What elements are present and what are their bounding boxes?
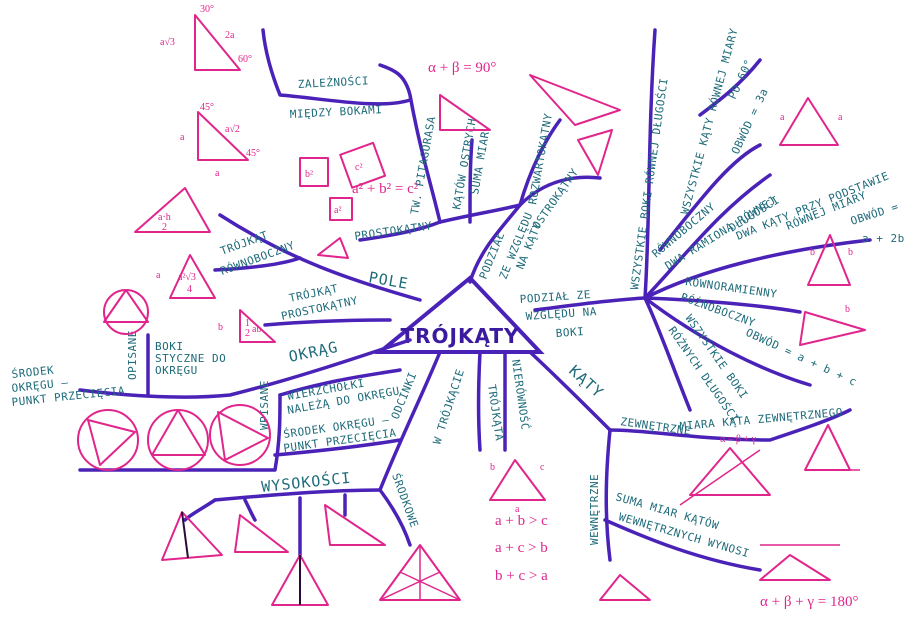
triangle-nierownosc	[490, 460, 545, 500]
formula-a-bottom: a	[215, 168, 220, 179]
formula-a-r2: a	[838, 112, 843, 123]
label-katy: KĄTY	[565, 362, 607, 402]
branch-wys-2	[245, 500, 255, 520]
label-okregu: OKRĘGU	[155, 364, 198, 377]
branch-trojkata	[479, 352, 481, 450]
circle-wpisane-2	[148, 410, 208, 470]
shape-small	[318, 238, 348, 258]
label-opisane: OPISANE	[126, 330, 139, 380]
formula-b2: b²	[305, 169, 313, 180]
formula-pole-ah2: 2	[162, 222, 167, 233]
triangle-wysokosci-1	[162, 512, 222, 560]
label-miara-kata-zew: MIARA KĄTA ZEWNĘTRZNEGO	[679, 406, 843, 433]
center-title: TRÓJKĄTY	[400, 324, 519, 348]
label-wpisane: WPISANE	[258, 380, 271, 430]
labels-top-left: ZALEŻNOŚCI MIĘDZY BOKAMI TW. PITAGORASA …	[289, 74, 581, 281]
formula-2a: 2a	[225, 30, 235, 41]
triangle-roznoboczny	[800, 312, 865, 345]
label-prostokatny: PROSTOKĄTNY	[354, 219, 433, 243]
triangle-zewnetrzny-2	[805, 425, 850, 470]
formula-a-small: a	[156, 270, 161, 281]
label-nierownosc: NIERÓWNOŚĆ	[509, 359, 532, 431]
formula-45deg: 45°	[200, 102, 214, 113]
formula-pole-row: a²√3	[178, 272, 196, 283]
label-podzial-boki2: WZGLĘDU NA	[525, 305, 597, 323]
triangle-wysokosci-4	[325, 505, 385, 545]
formula-alpha-beta-90: α + β = 90°	[428, 60, 496, 76]
labels-left-middle: TRÓJKĄT RÓWNOBOCZNY POLE TRÓJKĄT PROSTOK…	[11, 229, 532, 530]
formula-a-sqrt2: a√2	[225, 124, 240, 135]
formula-b-r: b	[810, 247, 815, 258]
formula-a-sqrt3: a√3	[160, 37, 175, 48]
triangle-wewnetrzny-2	[760, 555, 830, 580]
formula-ineq3: b + c > a	[495, 568, 548, 584]
label-zaleznosci: ZALEŻNOŚCI	[297, 74, 369, 91]
labels-right: PODZIAŁ ZE WZGLĘDU NA BOKI WSZYSTKIE BOK…	[519, 27, 904, 610]
label-alpha-beta-gamma: α = β + γ	[720, 434, 757, 445]
label-srodkowe: ŚRODKOWE	[389, 472, 421, 530]
triangle-wewnetrzny-1	[600, 575, 650, 600]
label-a-2b: a + 2b	[862, 232, 905, 245]
triangle-rownoboczny	[780, 98, 838, 145]
formula-ineq1: a + b > c	[495, 513, 548, 529]
triangle-in-circle-opisane	[104, 290, 148, 322]
branch-wys-1	[185, 500, 215, 520]
triangle-acute	[578, 130, 612, 175]
triangle-pole-general	[135, 188, 210, 232]
formula-pole-pros2: 2	[245, 328, 250, 339]
formula-c2: c²	[355, 162, 362, 173]
label-podzial-boki3: BOKI	[555, 325, 584, 340]
triangle-45-45-90	[198, 112, 248, 160]
triangle-30-60-90	[195, 15, 240, 70]
label-rozwartokatny: ROZWARTOKĄTNY	[526, 112, 555, 205]
formula-a-left: a	[180, 132, 185, 143]
formula-b-r2: b	[848, 247, 853, 258]
formula-b-small: b	[218, 322, 223, 333]
formula-a-r1: a	[780, 112, 785, 123]
triangle-wpisane-1	[88, 420, 135, 465]
label-suma-180: α + β + γ = 180°	[760, 594, 859, 610]
circle-wpisane-1	[78, 410, 138, 470]
formula-b-ine: b	[490, 462, 495, 473]
formula-pole-row2: 4	[187, 284, 192, 295]
label-w-trojkacie: W TRÓJKĄCIE	[430, 367, 467, 446]
formula-45deg-b: 45°	[246, 148, 260, 159]
triangle-wysokosci-2	[235, 515, 288, 552]
formula-a2sq: a²	[334, 205, 341, 216]
label-pole: POLE	[367, 268, 410, 293]
label-miedzy-bokami: MIĘDZY BOKAMI	[289, 103, 382, 121]
formula-c-ine: c	[540, 462, 545, 473]
label-okrag: OKRĄG	[287, 338, 340, 366]
label-trojkata: TRÓJKĄTA	[485, 384, 506, 442]
branch-wewnetrzne	[606, 430, 610, 560]
formula-60deg: 60°	[238, 54, 252, 65]
formula-pole-pros3: ab	[252, 324, 261, 335]
formula-ineq2: a + c > b	[495, 540, 548, 556]
formula-a-ine: a	[515, 504, 520, 515]
formula-b-rr: b	[845, 304, 850, 315]
formula-30deg: 30°	[200, 4, 214, 15]
label-wewnetrzne: WEWNĘTRZNE	[588, 474, 601, 545]
